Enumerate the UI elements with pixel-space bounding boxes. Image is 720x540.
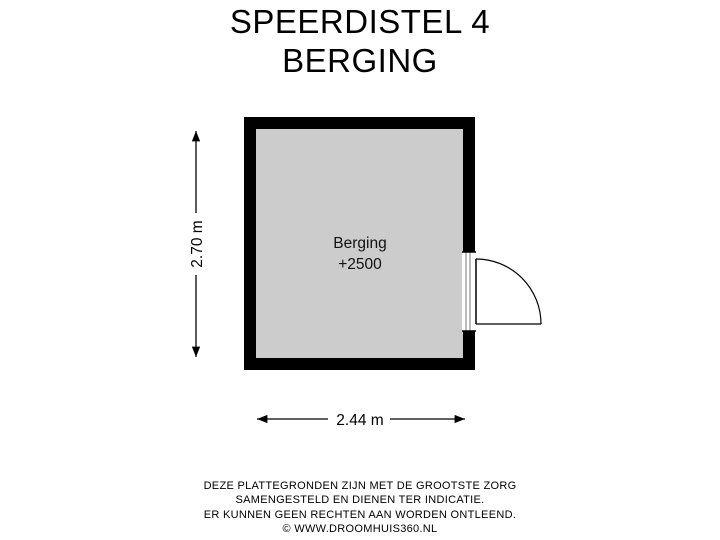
plan-title-floor: BERGING bbox=[282, 42, 438, 79]
disclaimer-line-2: SAMENGESTELD EN DIENEN TER INDICATIE. bbox=[235, 494, 485, 507]
width-dimension-label-bg bbox=[328, 410, 390, 430]
door-swing-arc bbox=[475, 258, 542, 325]
height-dimension-label: 2.70 m bbox=[189, 220, 206, 267]
height-dimension-label-bg bbox=[186, 213, 206, 275]
disclaimer-line-1: DEZE PLATTEGRONDEN ZIJN MET DE GROOTSTE … bbox=[203, 480, 517, 492]
room-name: Berging bbox=[333, 235, 386, 252]
plan-title-address: SPEERDISTEL 4 bbox=[229, 3, 491, 40]
disclaimer-line-4: © WWW.DROOMHUIS360.NL bbox=[282, 522, 438, 535]
room-level: +2500 bbox=[338, 256, 382, 273]
door-opening bbox=[462, 252, 476, 331]
width-dimension-label: 2.44 m bbox=[336, 412, 383, 429]
disclaimer-line-3: ER KUNNEN GEEN RECHTEN AAN WORDEN ONTLEE… bbox=[203, 508, 517, 521]
disclaimer: DEZE PLATTEGRONDEN ZIJN MET DE GROOTSTE … bbox=[0, 479, 720, 536]
room-floor bbox=[256, 129, 463, 358]
